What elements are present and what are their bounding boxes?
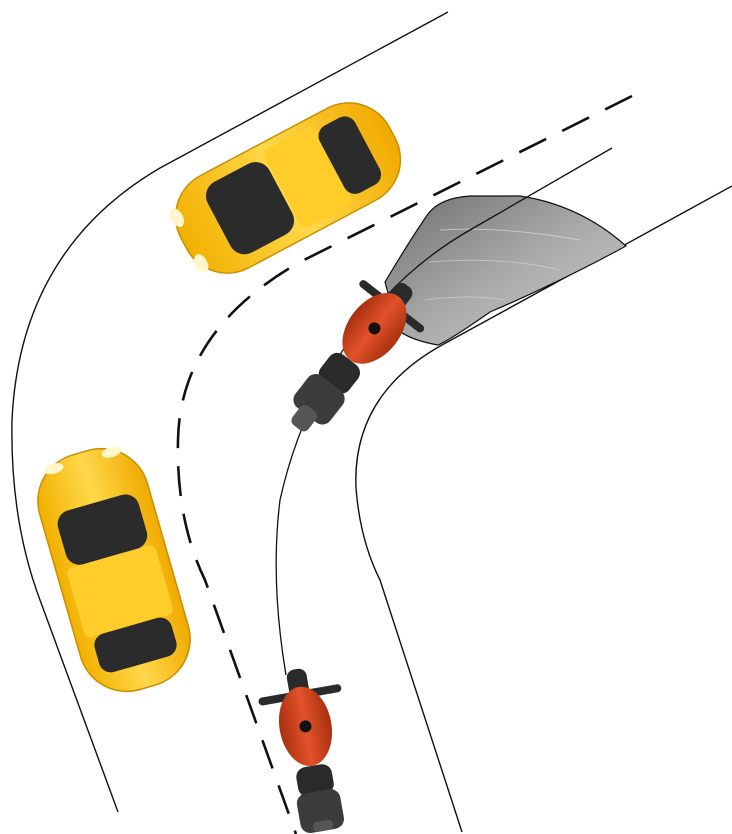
yellow-car [27, 437, 202, 702]
red-motorcycle [254, 662, 365, 834]
wet-road-patch [385, 196, 626, 345]
yellow-car [159, 87, 416, 290]
